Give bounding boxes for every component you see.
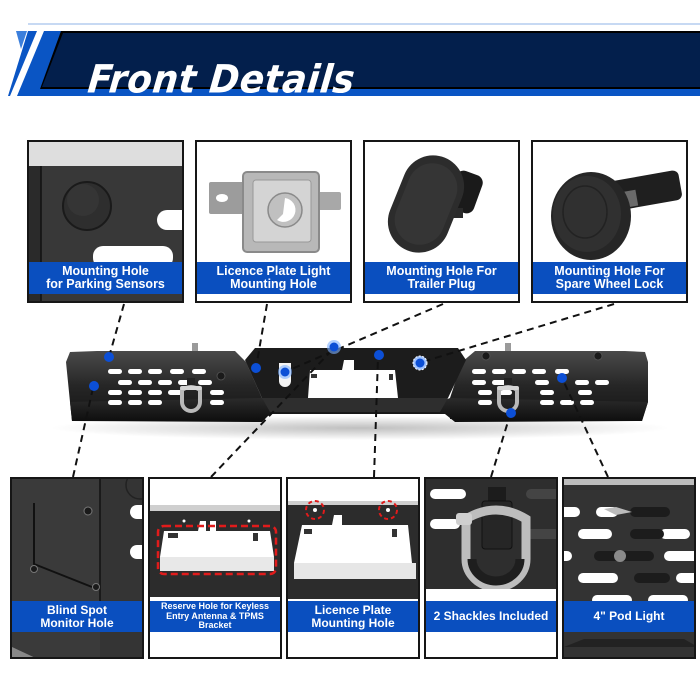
keyless-entry-photo bbox=[150, 479, 280, 657]
licence-plate-photo bbox=[288, 479, 418, 657]
callout-label: 4" Pod Light bbox=[564, 601, 694, 632]
spare-wheel-lock-photo bbox=[533, 142, 686, 301]
shackle-left bbox=[180, 378, 202, 413]
callout-label: 2 Shackles Included bbox=[426, 601, 556, 632]
section-banner: Front Details bbox=[0, 23, 700, 102]
shackle-right bbox=[497, 378, 519, 413]
callout-pod-light: 4" Pod Light bbox=[562, 477, 696, 659]
trailer-plug-photo bbox=[365, 142, 518, 301]
callout-shackles: 2 Shackles Included bbox=[424, 477, 558, 659]
shackle-photo bbox=[426, 479, 556, 657]
licence-plate-light-photo bbox=[197, 142, 350, 301]
banner-background bbox=[8, 23, 700, 96]
